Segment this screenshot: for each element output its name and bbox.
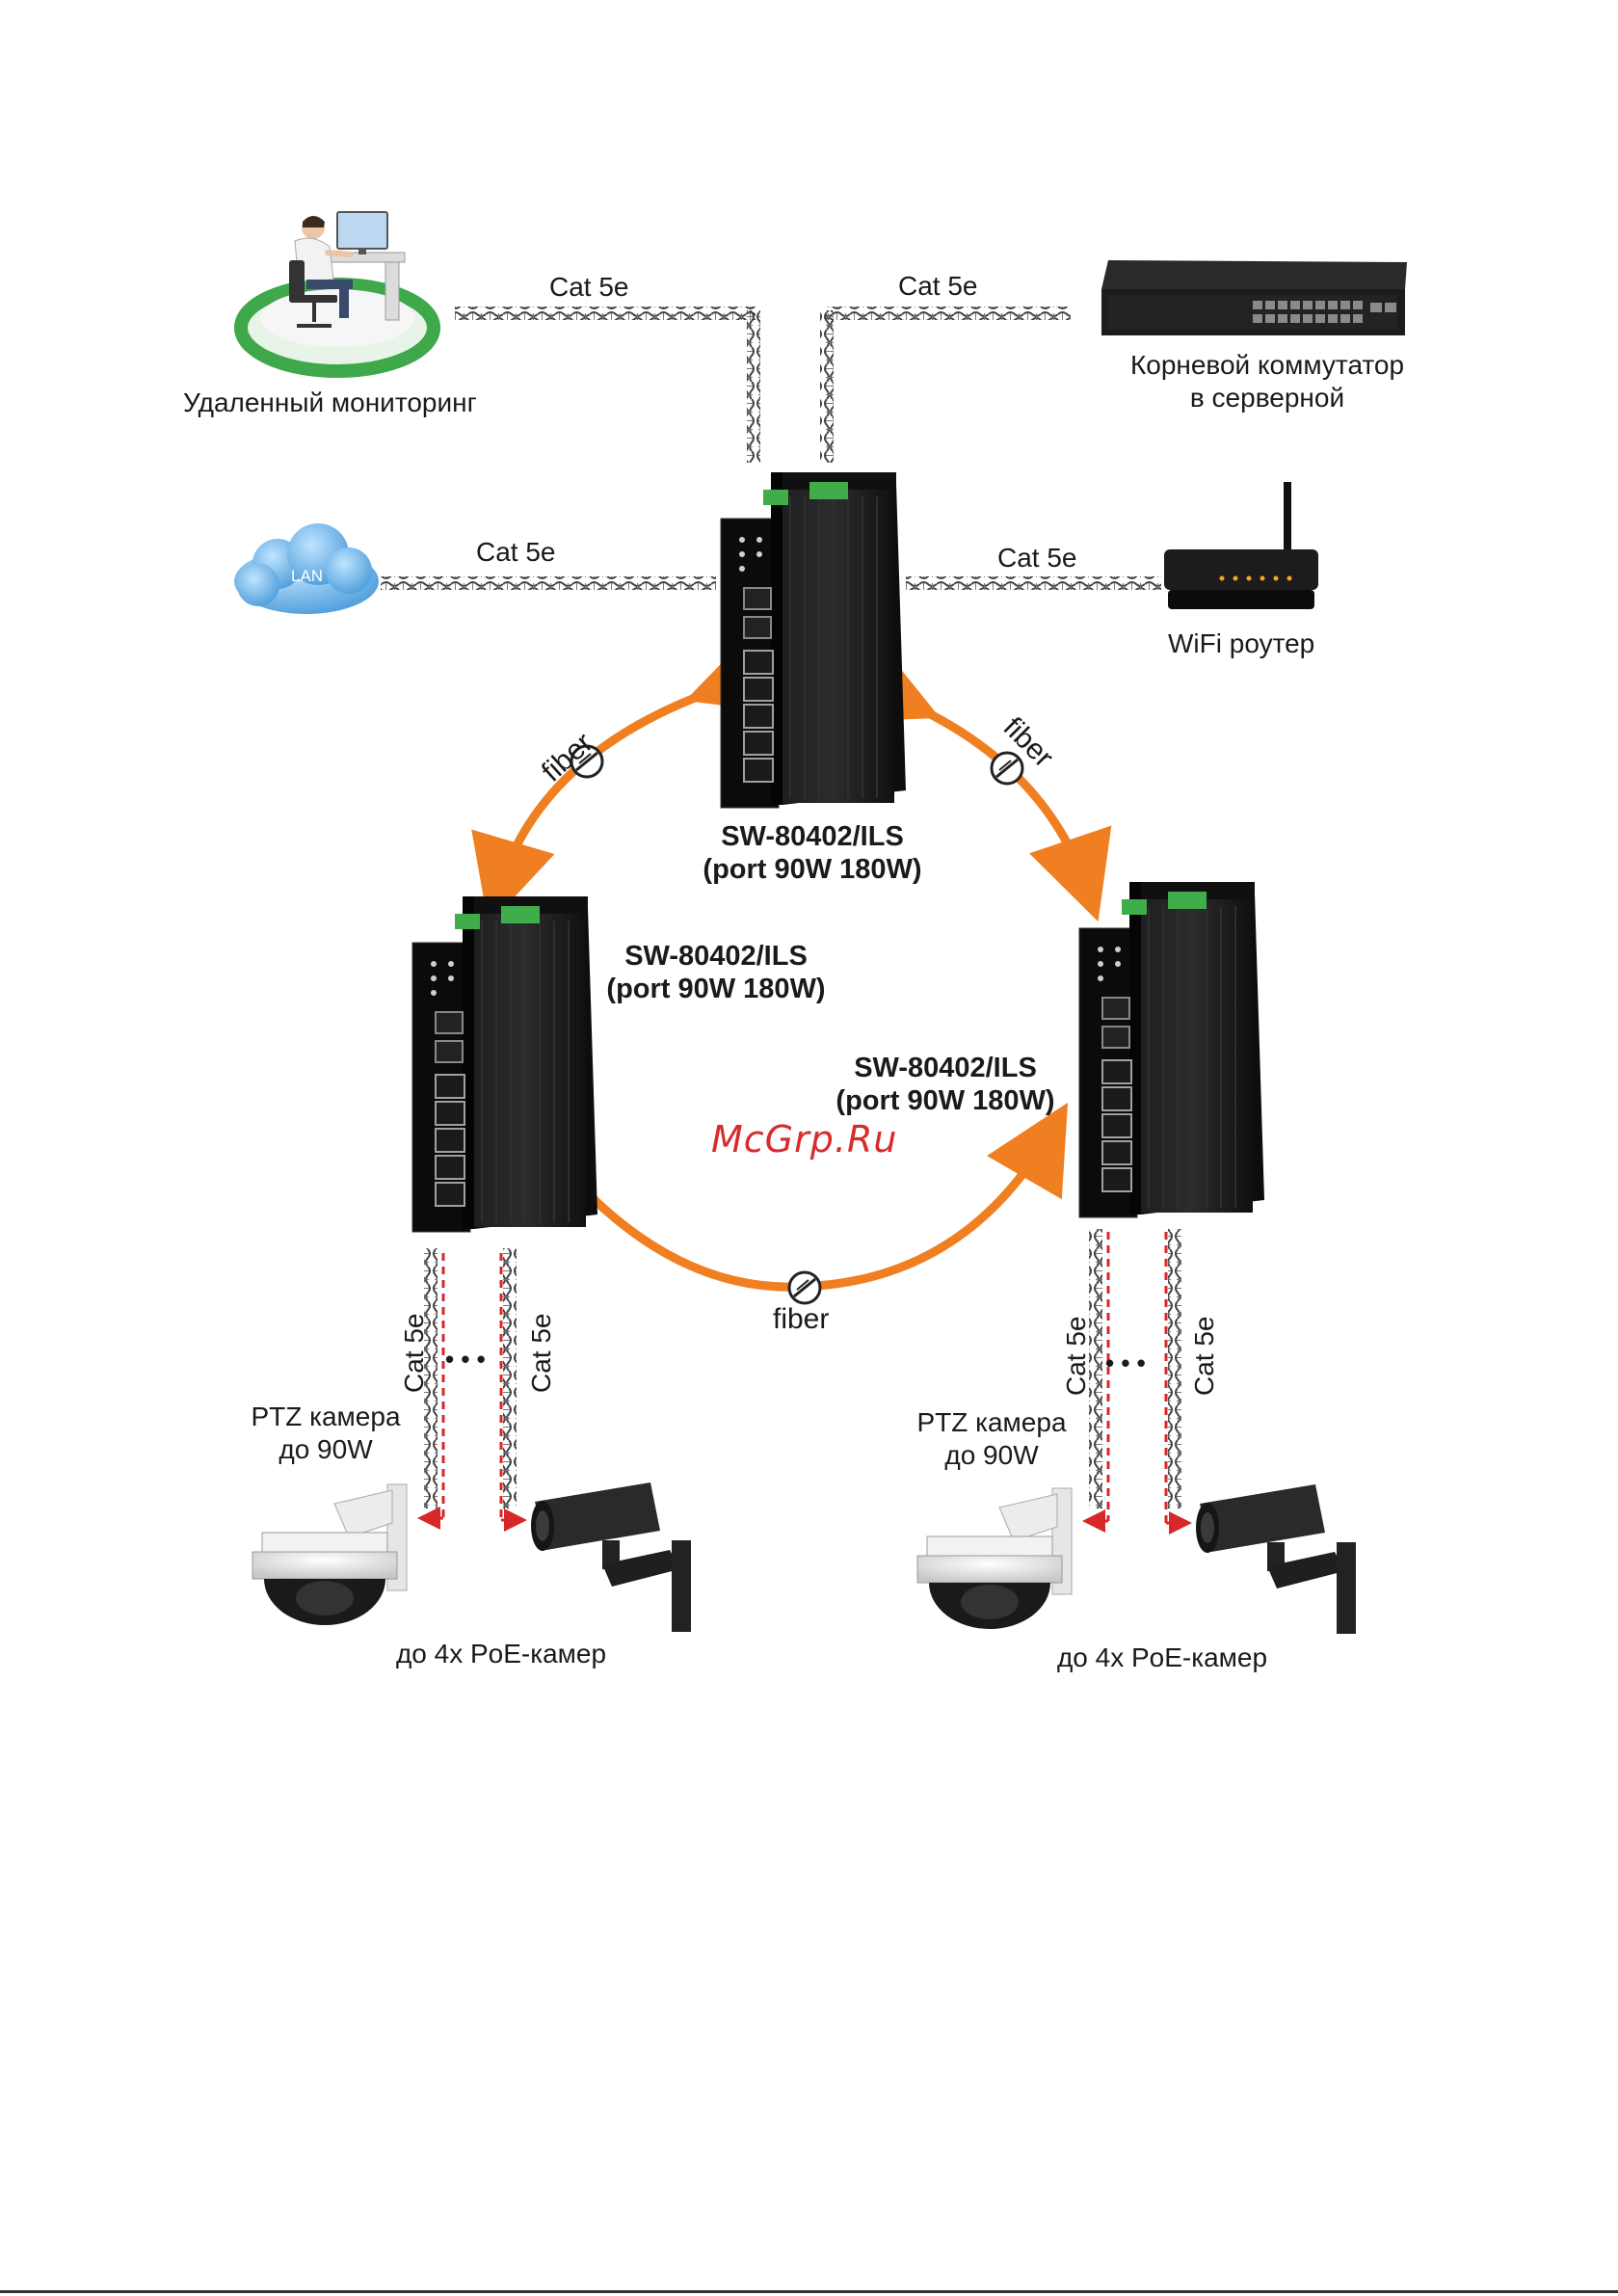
- root-switch-icon: [1101, 260, 1407, 335]
- label-root-switch-line2: в серверной: [1189, 383, 1345, 413]
- label-cable-down-1: Cat 5e: [399, 1313, 429, 1394]
- switch-top: [720, 472, 906, 809]
- ptz-camera-left-icon: [252, 1483, 408, 1625]
- ellipsis-right: • • •: [1105, 1348, 1146, 1377]
- label-cable-lan: Cat 5e: [476, 537, 556, 567]
- label-cable-top-right: Cat 5e: [898, 271, 978, 301]
- label-lan: LAN: [291, 567, 324, 585]
- label-ptz-right-line2: до 90W: [944, 1440, 1039, 1470]
- remote-monitoring-icon: [234, 211, 440, 378]
- bullet-camera-left-icon: [531, 1482, 691, 1632]
- bottom-rule: [0, 2290, 1618, 2293]
- label-cable-top-left: Cat 5e: [549, 272, 629, 302]
- switch-left: [411, 896, 597, 1233]
- fiber-link-right: [843, 642, 1112, 922]
- cable-lan-to-switch: [381, 576, 716, 590]
- switch-right: [1078, 882, 1264, 1218]
- cable-rootswitch-to-switch: [820, 307, 1071, 463]
- downlink-cables-right: [1082, 1229, 1192, 1535]
- cable-router-to-switch: [906, 576, 1161, 590]
- label-remote-monitoring: Удаленный мониторинг: [183, 387, 477, 417]
- label-root-switch-line1: Корневой коммутатор: [1129, 350, 1405, 380]
- label-switch-top-ports: (port 90W 180W): [703, 854, 922, 885]
- label-switch-left-model: SW-80402/ILS: [624, 941, 808, 972]
- label-switch-right-ports: (port 90W 180W): [836, 1085, 1055, 1116]
- downlink-cables-left: [417, 1248, 527, 1532]
- bullet-camera-right-icon: [1196, 1484, 1356, 1634]
- label-switch-top-model: SW-80402/ILS: [721, 821, 904, 852]
- label-cable-down-4: Cat 5e: [1189, 1316, 1219, 1397]
- ptz-camera-right-icon: [916, 1487, 1073, 1629]
- label-ptz-right-line1: PTZ камера: [916, 1407, 1067, 1437]
- label-fiber-bottom: fiber: [773, 1303, 830, 1335]
- cable-monitoring-to-switch: [455, 307, 760, 463]
- fiber-link-bottom: [499, 1102, 1069, 1305]
- label-poe-left: до 4х PoE-камер: [395, 1639, 607, 1669]
- label-cable-down-3: Cat 5e: [1061, 1316, 1091, 1397]
- label-poe-right: до 4х PoE-камер: [1056, 1642, 1268, 1672]
- watermark: McGrp.Ru: [711, 1118, 898, 1161]
- label-cable-down-2: Cat 5e: [526, 1313, 556, 1394]
- label-ptz-left-line2: до 90W: [279, 1434, 373, 1464]
- label-switch-right-model: SW-80402/ILS: [854, 1053, 1037, 1083]
- ellipsis-left: • • •: [445, 1345, 486, 1374]
- lan-cloud-icon: [234, 523, 379, 614]
- label-cable-router: Cat 5e: [997, 543, 1077, 573]
- label-wifi-router: WiFi роутер: [1168, 628, 1315, 658]
- label-switch-left-ports: (port 90W 180W): [606, 974, 826, 1004]
- fiber-link-left: [471, 630, 782, 925]
- wifi-router-icon: [1164, 482, 1318, 609]
- label-ptz-left-line1: PTZ камера: [251, 1402, 401, 1431]
